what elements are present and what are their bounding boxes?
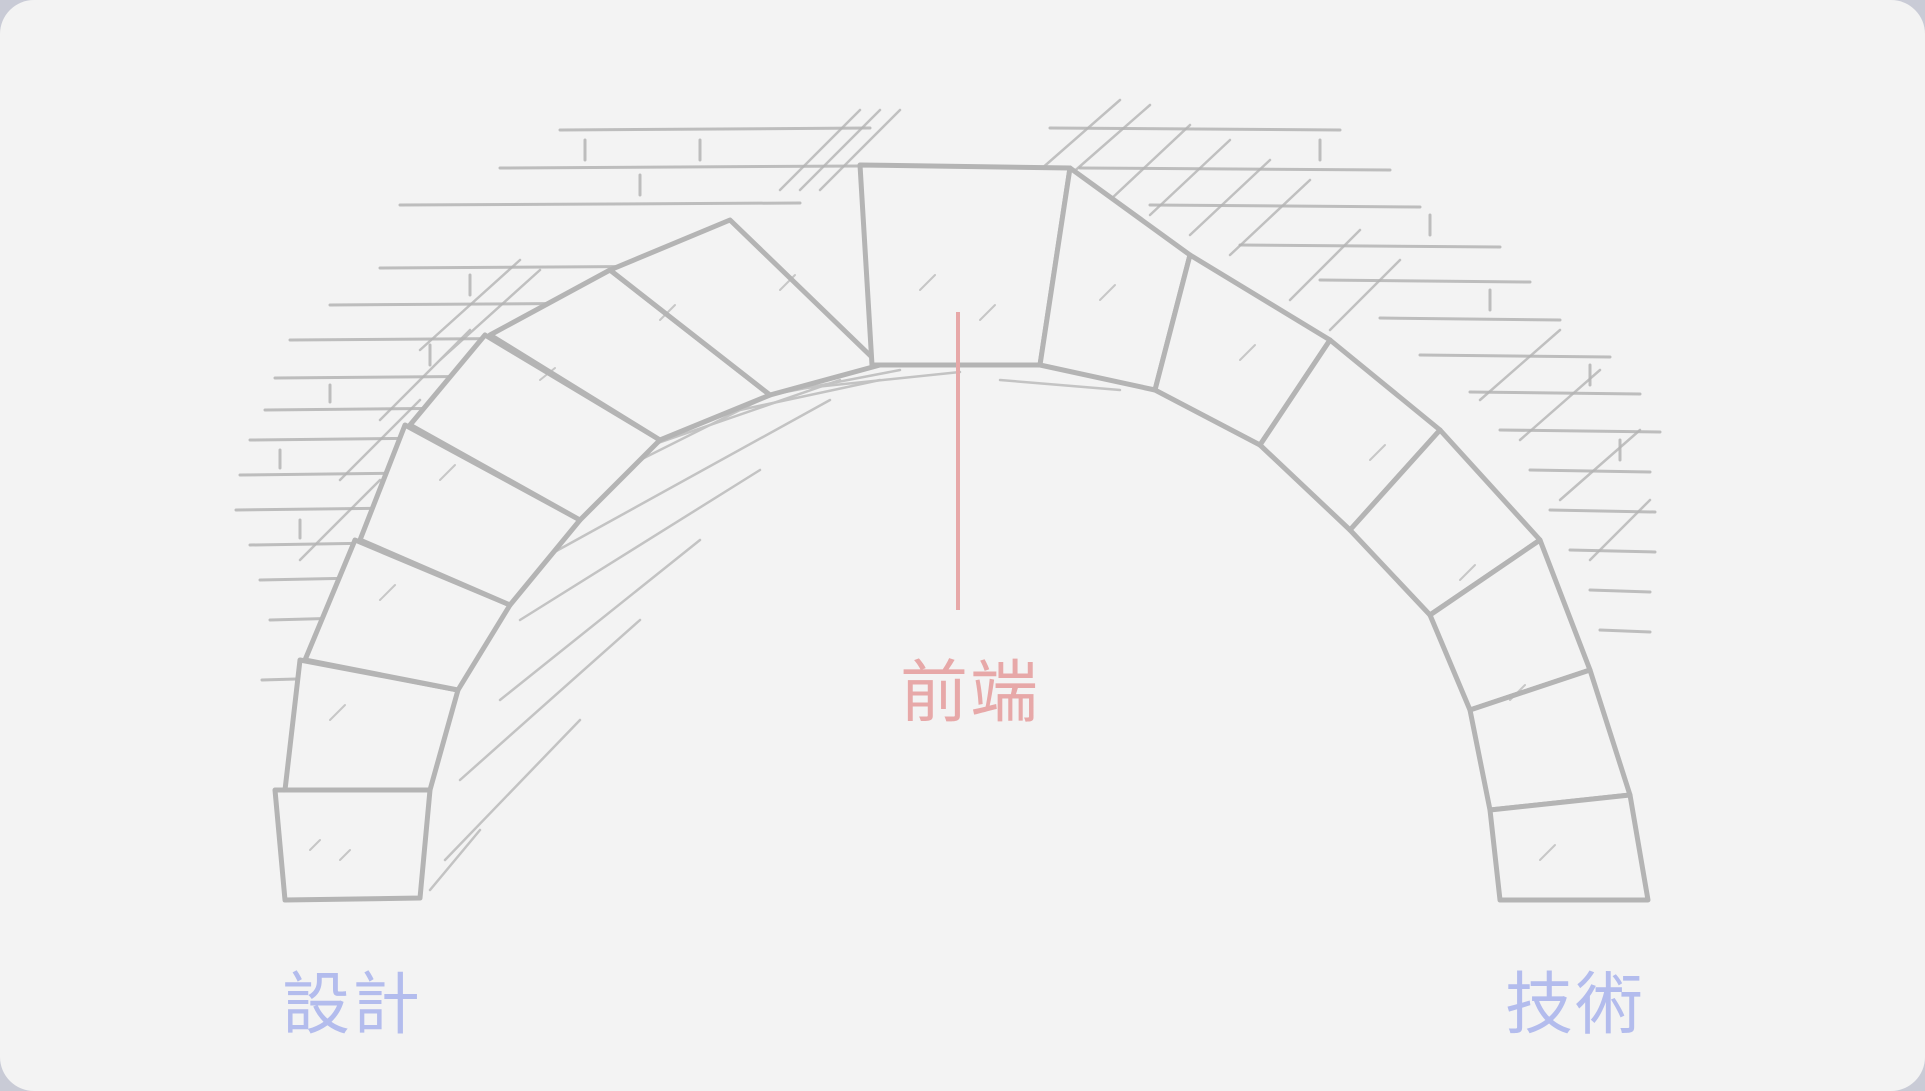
left-label: 設計 <box>282 966 423 1045</box>
right-label: 技術 <box>1505 966 1646 1045</box>
pointer-line <box>956 312 960 610</box>
voussoir-stones <box>272 162 1651 903</box>
stone-texture <box>309 274 1556 861</box>
brick-wall-right <box>1048 126 1662 634</box>
hatching <box>298 98 1652 562</box>
center-label: 前端 <box>900 654 1041 733</box>
